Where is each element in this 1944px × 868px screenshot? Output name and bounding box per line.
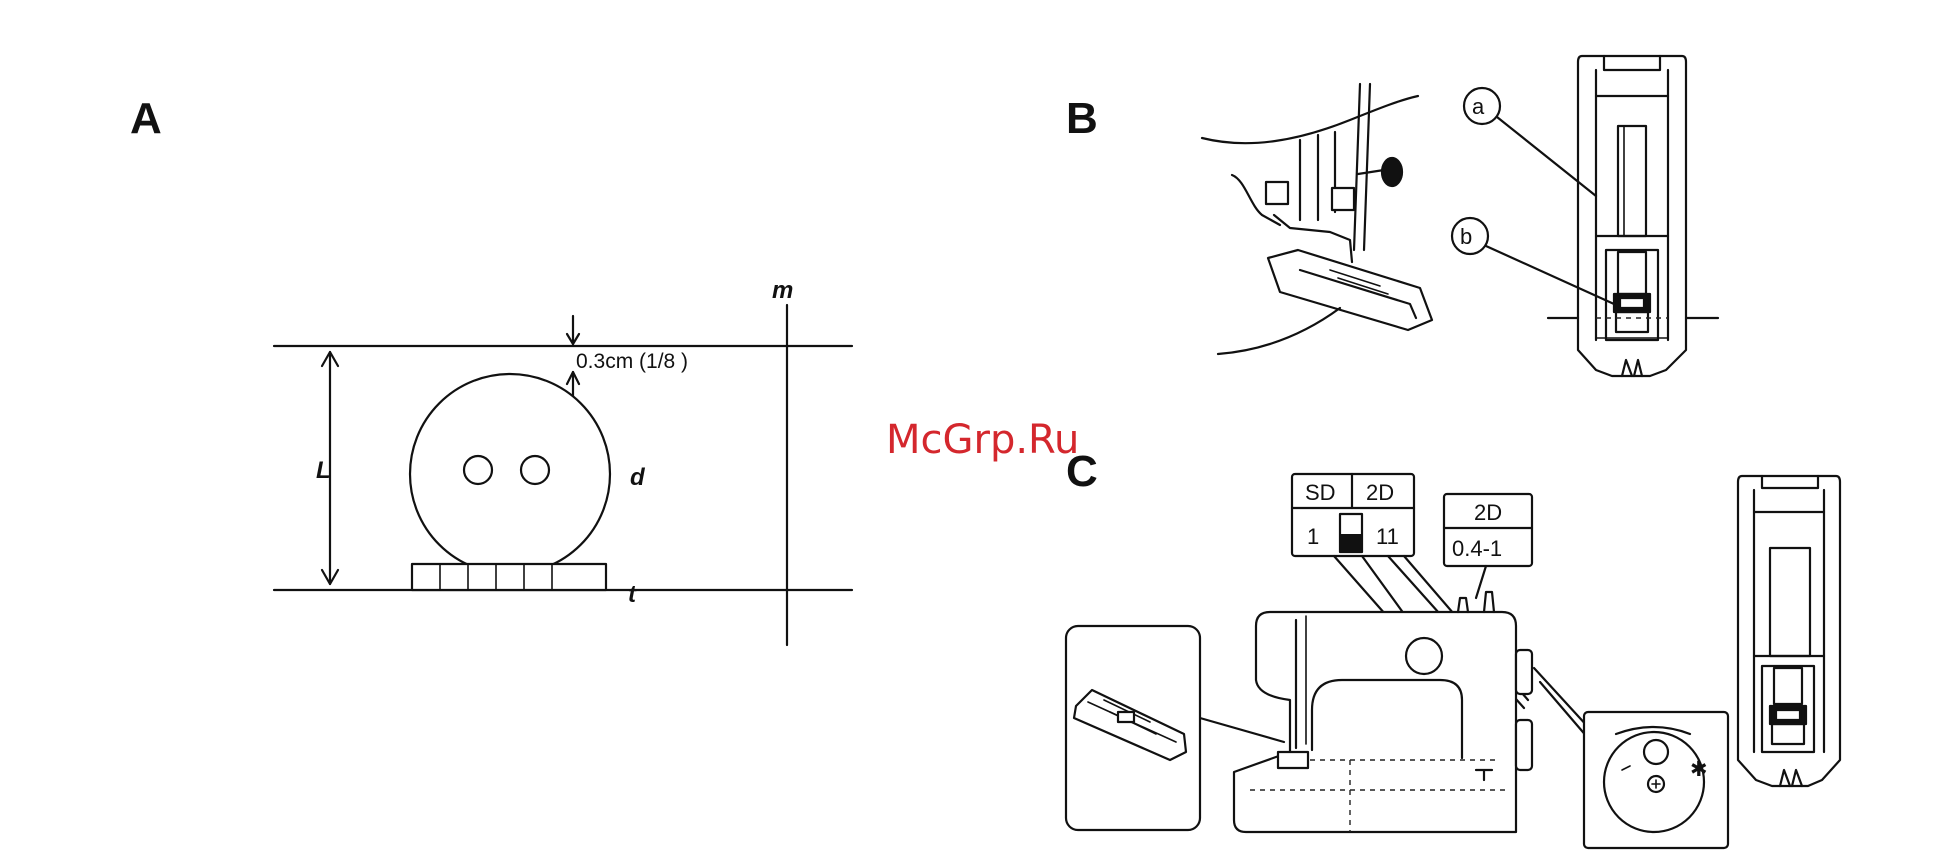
- presser-foot-inset: [1066, 626, 1200, 830]
- pattern-dial-inset: ✱: [1584, 712, 1728, 848]
- fabric-thickness: [412, 564, 606, 590]
- svg-text:✱: ✱: [1690, 758, 1708, 781]
- panel-b-label: B: [1066, 94, 1098, 143]
- foot-front-view-c: [1738, 476, 1840, 786]
- settings-right-value: 11: [1376, 524, 1399, 549]
- thickness-label: t: [628, 581, 637, 608]
- svg-text:a: a: [1472, 94, 1485, 119]
- stitch-dial: [1406, 638, 1442, 674]
- settings-header-2d: 2D: [1366, 480, 1394, 505]
- panel-a: A m L 0.3cm (1/8 ) d t: [130, 94, 852, 645]
- callout-a: a: [1464, 88, 1596, 196]
- panel-c: C SD 2D 1 11 2D 0.4-1: [1066, 447, 1840, 848]
- presser-foot-sketch: [1202, 84, 1432, 354]
- stitch-length-value: 0.4-1: [1452, 536, 1502, 561]
- panel-b: B: [1066, 56, 1718, 376]
- stitch-length-header: 2D: [1474, 500, 1502, 525]
- diameter-label: d: [630, 464, 646, 491]
- panel-a-label: A: [130, 94, 162, 143]
- clearance-label: 0.3cm (1/8 ): [576, 350, 688, 373]
- length-label: L: [316, 457, 331, 484]
- stitch-length-box: 2D 0.4-1: [1444, 494, 1532, 566]
- settings-header-sd: SD: [1305, 480, 1336, 505]
- mark-label-m: m: [772, 277, 793, 304]
- settings-left-value: 1: [1307, 524, 1319, 549]
- svg-text:b: b: [1460, 224, 1472, 249]
- settings-table: SD 2D 1 11: [1292, 474, 1414, 556]
- foot-front-view: [1548, 56, 1718, 376]
- sewing-machine: [1234, 592, 1532, 832]
- watermark: McGrp.Ru: [886, 417, 1079, 463]
- panel-c-label: C: [1066, 447, 1098, 496]
- button-outline: [410, 374, 610, 574]
